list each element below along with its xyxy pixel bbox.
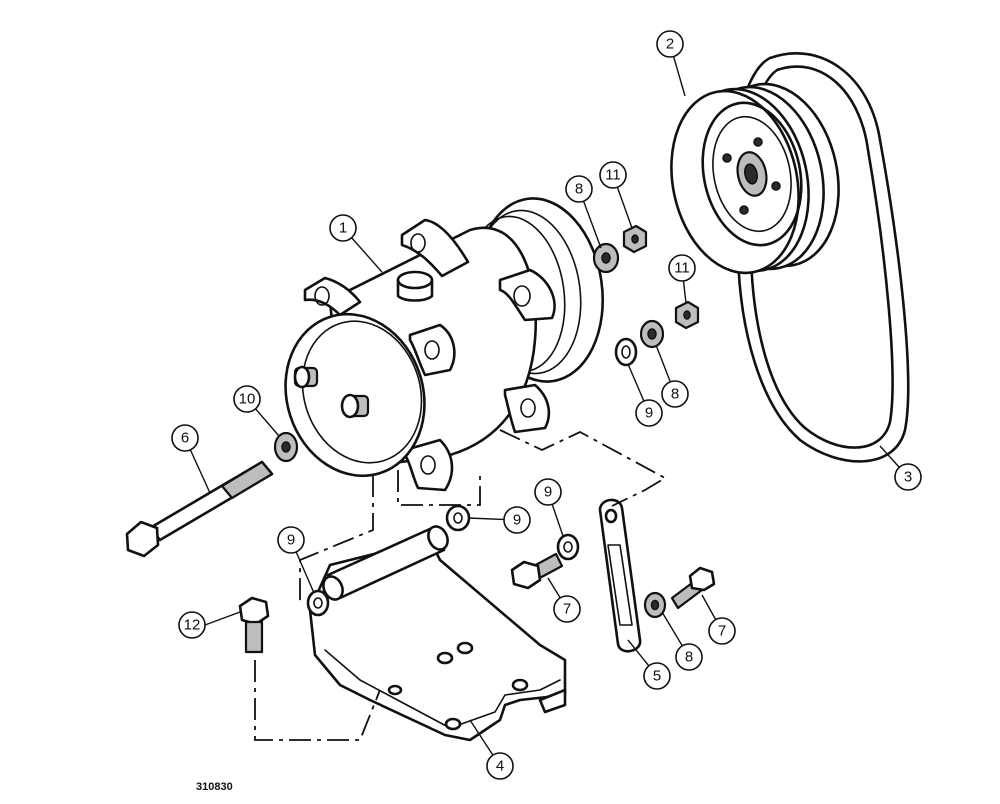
washer-long-bolt — [273, 431, 299, 463]
callout-12: 12 — [178, 611, 206, 639]
bolt-front — [510, 552, 564, 590]
figure-id: 310830 — [196, 781, 233, 793]
callout-6: 6 — [171, 424, 199, 452]
callout-9-left: 9 — [277, 526, 305, 554]
callout-5: 5 — [643, 662, 671, 690]
callout-2: 2 — [656, 30, 684, 58]
svg-text:9: 9 — [544, 484, 552, 501]
svg-text:11: 11 — [605, 167, 621, 184]
svg-text:6: 6 — [181, 430, 189, 447]
washer-low — [643, 591, 667, 619]
svg-text:11: 11 — [674, 260, 690, 277]
svg-text:10: 10 — [239, 391, 256, 408]
ac-compressor — [284, 197, 605, 492]
mounting-bracket — [308, 525, 567, 742]
compressor-pulley — [670, 82, 840, 275]
washer-mid — [639, 319, 665, 349]
svg-text:2: 2 — [666, 36, 674, 53]
adjusting-strap — [598, 498, 642, 653]
svg-text:9: 9 — [513, 512, 521, 529]
callout-7-strap: 7 — [708, 617, 736, 645]
callout-4: 4 — [486, 752, 514, 780]
svg-text:9: 9 — [645, 405, 653, 422]
assembly-lines — [254, 429, 667, 741]
spring-washer-mid — [614, 337, 638, 367]
bolt-strap — [670, 566, 716, 610]
callout-11-mid: 11 — [668, 254, 696, 282]
callout-7-front: 7 — [553, 595, 581, 623]
svg-text:5: 5 — [653, 668, 661, 685]
callout-9-mid: 9 — [635, 399, 663, 427]
svg-text:7: 7 — [563, 601, 571, 618]
spring-washer-bracket — [445, 504, 471, 532]
callout-3: 3 — [894, 463, 922, 491]
callout-11-top: 11 — [599, 161, 627, 189]
nut-mid — [674, 300, 700, 330]
callout-10: 10 — [233, 385, 261, 413]
bracket-bolt — [238, 596, 270, 654]
svg-text:9: 9 — [287, 532, 295, 549]
svg-text:4: 4 — [496, 758, 504, 775]
callout-8-mid: 8 — [661, 380, 689, 408]
svg-text:8: 8 — [575, 181, 583, 198]
svg-text:1: 1 — [339, 220, 347, 237]
svg-text:3: 3 — [904, 469, 912, 486]
svg-text:12: 12 — [184, 617, 201, 634]
callout-8-low: 8 — [675, 643, 703, 671]
callout-9-bracket: 9 — [503, 506, 531, 534]
spring-washer-bolt — [556, 533, 580, 561]
callout-8-top: 8 — [565, 175, 593, 203]
svg-text:8: 8 — [685, 649, 693, 666]
washer-top — [592, 242, 620, 274]
callout-1: 1 — [329, 214, 357, 242]
nut-top — [622, 224, 648, 254]
svg-text:8: 8 — [671, 386, 679, 403]
long-bolt — [125, 460, 274, 558]
callout-9-bolt: 9 — [534, 478, 562, 506]
svg-text:7: 7 — [718, 623, 726, 640]
spring-washer-left — [306, 589, 330, 617]
